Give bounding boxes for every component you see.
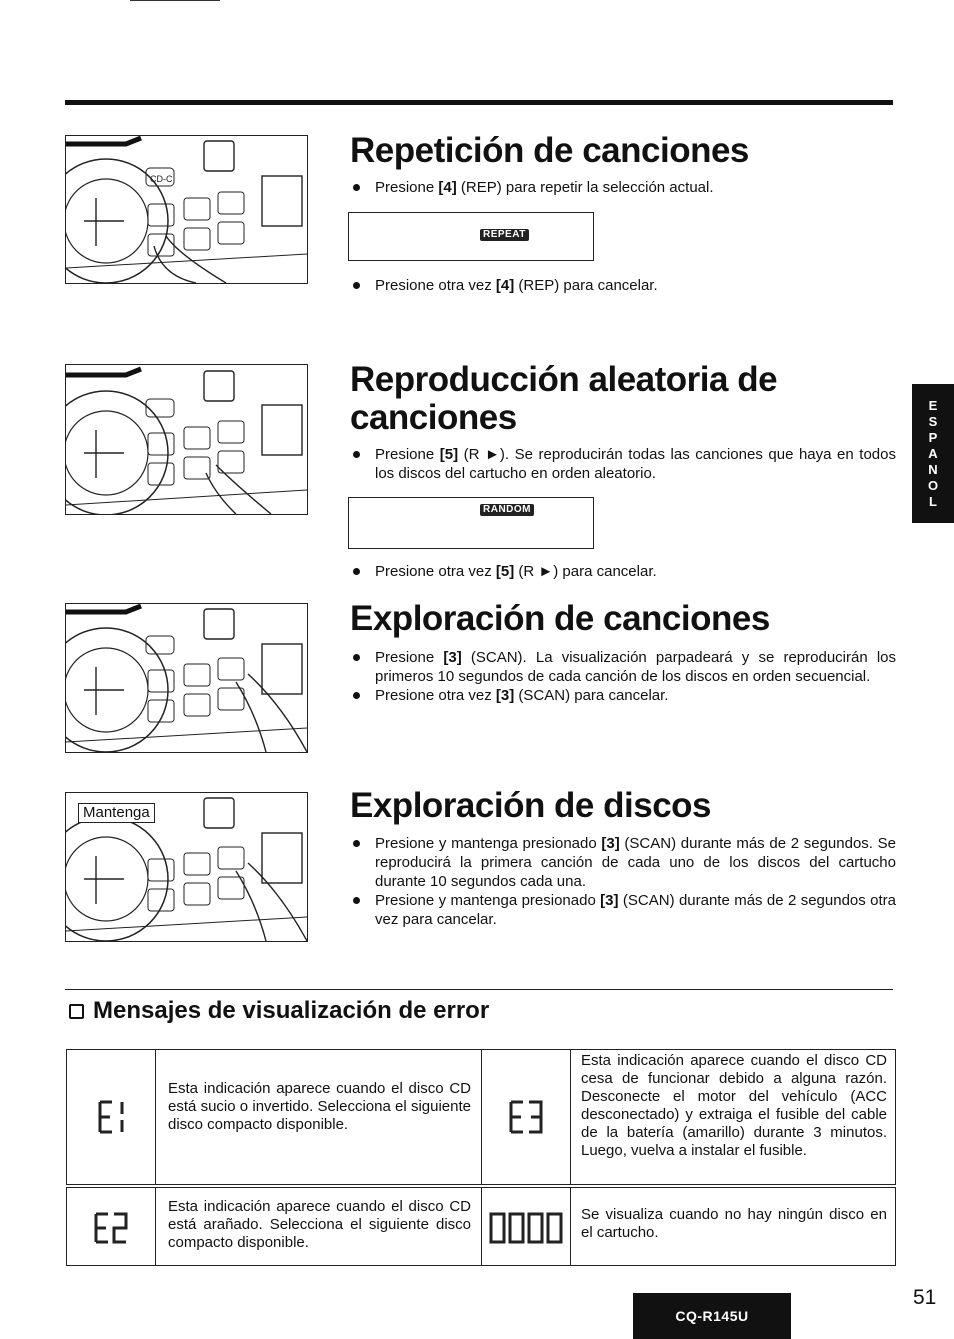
- illustration-cd-changer-rep: CD-C: [65, 135, 308, 284]
- device-drawing: [66, 604, 307, 752]
- title-line-1: Reproducción aleatoria de: [350, 360, 778, 399]
- hold-label: Mantenga: [78, 803, 155, 823]
- section-title-random: Reproducción aleatoria de canciones: [350, 360, 778, 437]
- side-tab-letter: E: [928, 397, 938, 413]
- language-side-tab: E S P A N O L: [912, 384, 954, 523]
- section-title-disc-scan: Exploración de discos: [350, 786, 712, 825]
- random-indicator: RANDOM: [480, 504, 534, 516]
- lcd-e3-glyph: [509, 1100, 543, 1134]
- side-tab-letter: A: [928, 445, 938, 461]
- title-line-2: canciones: [350, 398, 517, 437]
- repeat-cancel-bullets: Presione otra vez [4] (REP) para cancela…: [350, 276, 896, 295]
- side-tab-letter: N: [928, 461, 938, 477]
- bullet-item: Presione [5] (R ►). Se reproducirán toda…: [350, 445, 896, 483]
- error-section-heading: Mensajes de visualización de error: [69, 996, 489, 1026]
- illustration-cd-changer-disc-scan: Mantenga: [65, 792, 308, 942]
- scan-bullets: Presione [3] (SCAN). La visualización pa…: [350, 648, 896, 705]
- side-tab-letter: S: [928, 413, 938, 429]
- header-rule: [65, 100, 893, 105]
- error-text-e1: Esta indicación aparece cuando el disco …: [155, 1049, 482, 1185]
- error-text-e2: Esta indicación aparece cuando el disco …: [155, 1187, 482, 1266]
- device-drawing: CD-C: [66, 136, 307, 283]
- error-text-e3: Esta indicación aparece cuando el disco …: [570, 1049, 896, 1185]
- svg-text:CD-C: CD-C: [150, 174, 173, 184]
- error-code-0000: [481, 1187, 571, 1266]
- error-text-0000: Se visualiza cuando no hay ningún disco …: [570, 1187, 896, 1266]
- display-random: RANDOM: [348, 497, 594, 549]
- random-bullets: Presione [5] (R ►). Se reproducirán toda…: [350, 445, 896, 483]
- lcd-e1-glyph: [98, 1100, 124, 1134]
- bullet-item: Presione [4] (REP) para repetir la selec…: [350, 178, 896, 197]
- bullet-item: Presione [3] (SCAN). La visualización pa…: [350, 648, 896, 686]
- lcd-0000-glyph: [489, 1212, 563, 1243]
- error-section-rule: [65, 989, 893, 990]
- error-code-e3: [481, 1049, 571, 1185]
- device-drawing: [66, 797, 307, 941]
- bullet-item: Presione otra vez [5] (R ►) para cancela…: [350, 562, 896, 581]
- bullet-item: Presione y mantenga presionado [3] (SCAN…: [350, 834, 896, 891]
- illustration-cd-changer-scan: [65, 603, 308, 753]
- repeat-indicator: REPEAT: [480, 229, 529, 241]
- random-cancel-bullets: Presione otra vez [5] (R ►) para cancela…: [350, 562, 896, 581]
- repeat-bullets: Presione [4] (REP) para repetir la selec…: [350, 178, 896, 197]
- bullet-item: Presione otra vez [3] (SCAN) para cancel…: [350, 686, 896, 705]
- device-drawing: [66, 366, 307, 514]
- bullet-item: Presione y mantenga presionado [3] (SCAN…: [350, 891, 896, 929]
- side-tab-letter: P: [928, 429, 938, 445]
- side-tab-letter: O: [927, 477, 939, 493]
- disc-scan-bullets: Presione y mantenga presionado [3] (SCAN…: [350, 834, 896, 929]
- error-section-title: Mensajes de visualización de error: [93, 997, 490, 1024]
- illustration-cd-changer-random: [65, 364, 308, 515]
- model-badge: CQ-R145U: [633, 1293, 791, 1339]
- page-number: 51: [913, 1286, 937, 1309]
- error-code-e2: [66, 1187, 156, 1266]
- section-title-scan: Exploración de canciones: [350, 599, 770, 638]
- checkbox-icon: [69, 1003, 84, 1019]
- error-code-e1: [66, 1049, 156, 1185]
- top-mark-line: [130, 0, 220, 1]
- lcd-e2-glyph: [94, 1212, 128, 1243]
- section-title-repeat: Repetición de canciones: [350, 131, 749, 170]
- side-tab-letter: L: [929, 493, 937, 509]
- bullet-item: Presione otra vez [4] (REP) para cancela…: [350, 276, 896, 295]
- display-repeat: REPEAT: [348, 212, 594, 261]
